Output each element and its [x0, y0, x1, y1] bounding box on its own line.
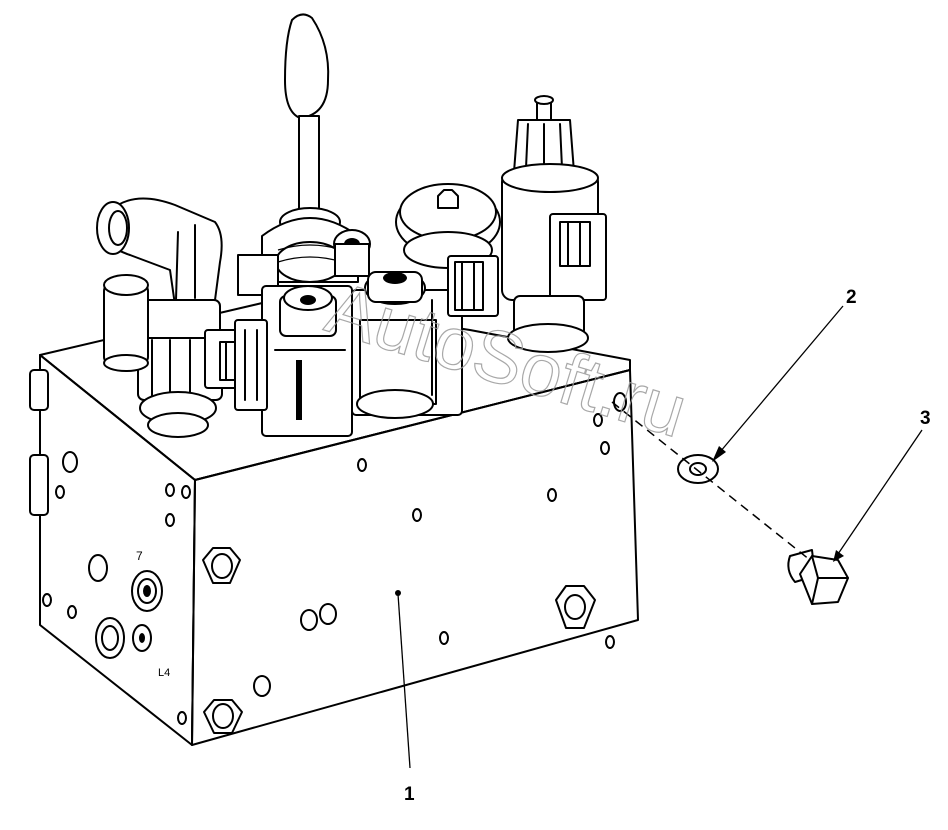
hex-plug-bolt-part-3	[787, 549, 849, 605]
solenoid-valve-center	[234, 285, 353, 437]
electrical-connector-right	[447, 255, 499, 317]
hex-plug-front-upper-left	[202, 547, 241, 584]
port-plug-7	[131, 570, 163, 612]
small-check-valve	[333, 229, 371, 277]
callout-label-3: 3	[920, 408, 931, 429]
port-mark-l4: L4	[158, 667, 170, 679]
explode-path-line	[611, 401, 811, 561]
callout-label-1: 1	[404, 784, 415, 805]
hand-lever-valve	[237, 13, 359, 296]
hex-plug-front-right	[555, 585, 596, 629]
callout-label-2: 2	[846, 287, 857, 308]
pressure-relief-solenoid	[501, 95, 607, 353]
left-face-holes	[42, 451, 191, 725]
solenoid-valve-right	[351, 271, 463, 419]
small-cylinder-fitting	[103, 274, 149, 372]
port-plug-l4-small	[132, 624, 152, 652]
callout-leaders	[397, 305, 923, 769]
hex-plug-front-lower-left	[203, 699, 243, 734]
port-mark-7: 7	[136, 549, 143, 563]
port-plug-l4-large	[95, 617, 125, 659]
elbow-fitting	[96, 197, 223, 438]
